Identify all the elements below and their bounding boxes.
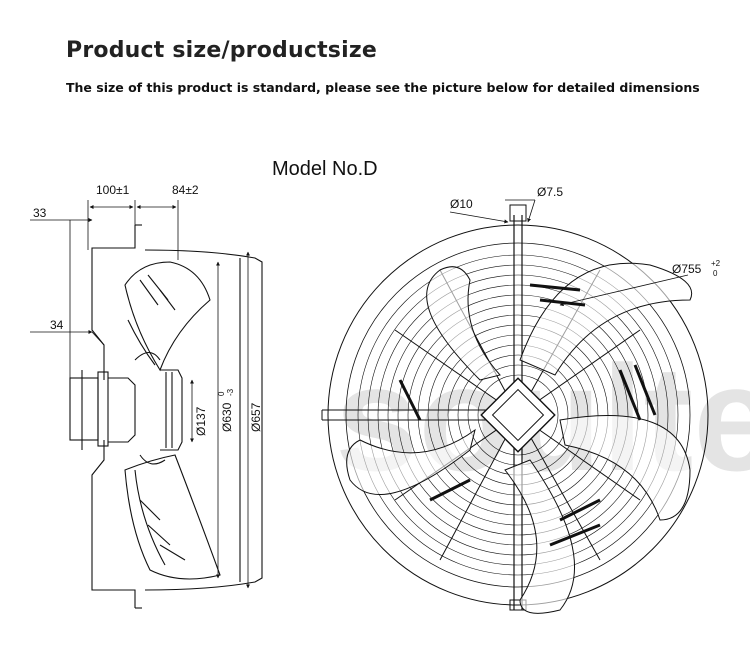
dim-33: 33: [33, 206, 47, 220]
dia-630-tol-bottom: -3: [226, 388, 235, 396]
dia-755: Ø755: [672, 262, 702, 276]
dia-755-tol-top: +2: [711, 259, 721, 268]
model-label: Model No.D: [272, 158, 378, 180]
side-view: [69, 224, 263, 609]
page-title: Product size/productsize: [66, 38, 377, 63]
dia-755-tol-bottom: 0: [713, 269, 718, 278]
dim-100: 100±1: [96, 183, 130, 197]
dia-7-5: Ø7.5: [537, 185, 563, 199]
dia-10: Ø10: [450, 197, 473, 211]
front-view: [321, 204, 709, 614]
dia-137: Ø137: [194, 406, 208, 436]
dim-34: 34: [50, 318, 64, 332]
page-subtitle: The size of this product is standard, pl…: [66, 80, 700, 95]
dia-630: Ø630: [220, 402, 234, 432]
dim-84: 84±2: [172, 183, 199, 197]
dia-630-tol-top: 0: [217, 391, 226, 396]
dia-657: Ø657: [249, 402, 263, 432]
